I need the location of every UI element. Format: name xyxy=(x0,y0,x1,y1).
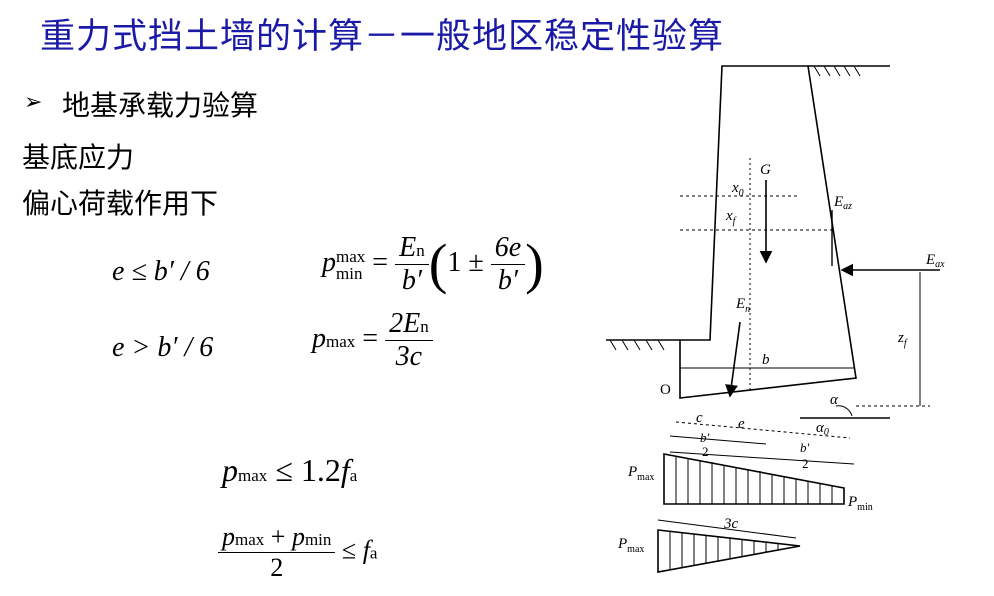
f3-p: p xyxy=(222,452,238,488)
label-zf: z xyxy=(897,330,904,346)
formula-pmax-limit: pmax ≤ 1.2fa xyxy=(222,452,357,489)
svg-text:Eax: Eax xyxy=(925,252,945,270)
f1-inner-den: b′ xyxy=(497,265,518,296)
f3-rel: ≤ 1.2 xyxy=(275,452,341,488)
label-e: e xyxy=(738,416,745,432)
f4-rel: ≤ xyxy=(341,535,357,565)
f1-eq: = xyxy=(372,246,389,278)
text-line-base-stress: 基底应力 xyxy=(22,141,135,174)
svg-text:xf: xf xyxy=(725,208,737,227)
label-Eaz: E xyxy=(833,194,843,210)
f3-f: f xyxy=(340,452,350,488)
label-x0: x xyxy=(731,180,739,196)
arrow-bullet-icon: ➢ xyxy=(24,90,43,115)
f2-num: 2E xyxy=(389,308,421,339)
label-xf: x xyxy=(725,208,733,224)
label-alpha0: α xyxy=(816,420,825,436)
svg-text:Eaz: Eaz xyxy=(833,194,852,212)
f4-p2: p xyxy=(291,522,305,551)
f1-sup: max xyxy=(336,246,366,266)
pressure-diagram-triangle xyxy=(657,529,801,573)
label-Pmax-1: P xyxy=(627,464,637,480)
label-bhalf1-num: b′ xyxy=(700,430,710,445)
formula-pmax: pmax = 2En 3c xyxy=(312,308,433,373)
label-G: G xyxy=(760,162,771,178)
svg-text:x0: x0 xyxy=(731,180,744,199)
label-3c: 3c xyxy=(723,516,739,532)
page-title: 重力式挡土墙的计算－一般地区稳定性验算 xyxy=(40,17,725,57)
f4-den: 2 xyxy=(270,553,284,582)
f2-p: p xyxy=(312,322,326,354)
f1-num-sub: n xyxy=(416,241,425,260)
condition-1: e ≤ b′ / 6 xyxy=(112,256,210,287)
svg-text:G: G xyxy=(760,162,771,178)
label-bhalf2-num: b′ xyxy=(800,440,810,455)
f2-num-sub: n xyxy=(420,317,429,336)
f1-inner-num: 6e xyxy=(490,232,526,265)
label-c: c xyxy=(696,410,703,426)
f2-sub: max xyxy=(326,331,356,351)
f2-den: 3c xyxy=(395,341,423,372)
wall-outline xyxy=(679,65,857,399)
f4-plus: + xyxy=(270,522,286,551)
label-bhalf2-den: 2 xyxy=(802,456,809,471)
svg-text:En: En xyxy=(735,296,750,315)
f1-p: p xyxy=(322,246,336,278)
condition-2: e > b′ / 6 xyxy=(112,332,214,363)
f4-p2sub: min xyxy=(304,530,332,549)
f4-p1: p xyxy=(222,522,235,551)
label-alpha: α xyxy=(830,392,839,408)
f3-sub: max xyxy=(238,466,268,485)
label-b: b xyxy=(762,352,770,368)
f4-fsub: a xyxy=(369,543,378,563)
f1-one-pm: 1 ± xyxy=(447,246,484,278)
f1-num: E xyxy=(399,232,417,263)
label-Pmax-2: P xyxy=(617,536,627,552)
f3-fsub: a xyxy=(349,466,358,485)
label-bhalf1-den: 2 xyxy=(702,444,709,459)
f1-den: b′ xyxy=(401,265,422,296)
normal-force-arrow xyxy=(725,321,741,398)
f1-sub: min xyxy=(336,263,363,283)
label-Pmin: P xyxy=(847,494,857,510)
f4-p1sub: max xyxy=(235,530,265,549)
section-heading: 地基承载力验算 xyxy=(62,89,259,122)
f2-eq: = xyxy=(362,322,379,354)
svg-text:Pmax: Pmax xyxy=(627,464,654,483)
f4-f: f xyxy=(362,535,370,565)
label-O: O xyxy=(660,382,671,398)
svg-text:Pmax: Pmax xyxy=(617,536,644,555)
retaining-wall-diagram: G x0 xf Eaz Eax En zf b O α α0 c e b′ 2 … xyxy=(606,65,945,573)
label-En: E xyxy=(735,296,745,312)
label-Eax: E xyxy=(925,252,935,268)
svg-text:zf: zf xyxy=(897,330,908,349)
svg-text:α0: α0 xyxy=(816,420,829,438)
svg-text:Pmin: Pmin xyxy=(847,494,873,513)
text-line-eccentric-load: 偏心荷载作用下 xyxy=(22,187,219,220)
